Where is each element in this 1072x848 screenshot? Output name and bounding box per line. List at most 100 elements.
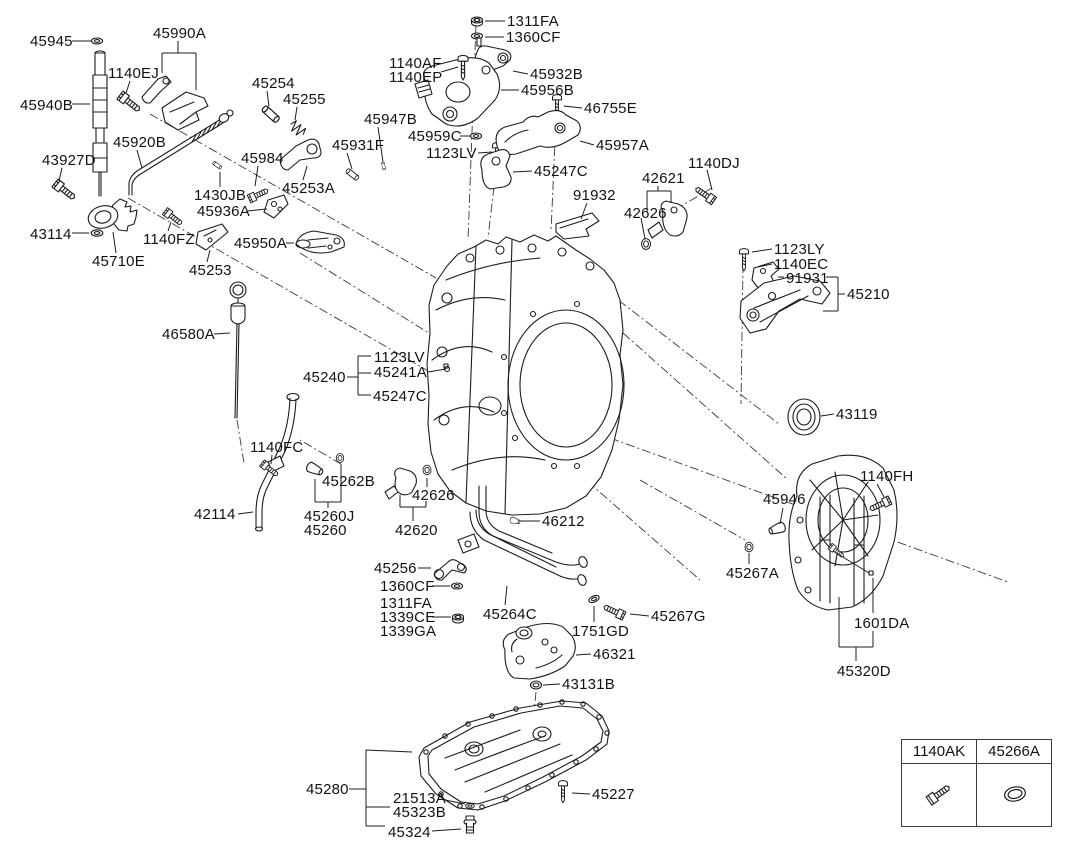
part-label-45710e: 45710E bbox=[92, 253, 145, 270]
pipe-clamp-45256 bbox=[433, 559, 467, 624]
part-label-45227: 45227 bbox=[592, 786, 635, 803]
part-label-45946: 45946 bbox=[763, 491, 806, 508]
part-label-1140fh: 1140FH bbox=[860, 468, 914, 485]
part-label-45324: 45324 bbox=[388, 824, 431, 841]
pin-45947b-icon bbox=[381, 161, 386, 171]
part-label-45267a: 45267A bbox=[726, 565, 779, 582]
plate-45936a bbox=[263, 194, 289, 219]
part-label-1360cf: 1360CF bbox=[506, 29, 561, 46]
oil-pan bbox=[418, 699, 610, 834]
part-label-1339ce: 1339CE bbox=[380, 609, 436, 626]
part-label-45253a: 45253A bbox=[282, 180, 335, 197]
oil-seal-43119 bbox=[787, 398, 821, 436]
part-label-1360cf: 1360CF bbox=[380, 578, 435, 595]
part-label-1140dj: 1140DJ bbox=[688, 155, 740, 172]
part-label-45990a: 45990A bbox=[153, 25, 206, 42]
part-label-45264c: 45264C bbox=[483, 606, 537, 623]
pin-45931f-icon bbox=[344, 167, 360, 182]
part-label-1140fc: 1140FC bbox=[250, 439, 304, 456]
part-label-45959c: 45959C bbox=[408, 128, 462, 145]
part-label-45254: 45254 bbox=[252, 75, 295, 92]
part-label-45267g: 45267G bbox=[651, 608, 706, 625]
part-label-45956b: 45956B bbox=[521, 82, 574, 99]
legend-code-1140ak: 1140AK bbox=[902, 740, 977, 763]
part-label-1140af: 1140AF bbox=[389, 55, 442, 72]
bracket-45210 bbox=[739, 248, 831, 334]
part-label-42620: 42620 bbox=[395, 522, 438, 539]
part-label-45323b: 45323B bbox=[393, 804, 446, 821]
part-label-1140ej: 1140EJ bbox=[108, 65, 159, 82]
pulse-generator-42620 bbox=[384, 464, 432, 500]
legend-code-45266a: 45266A bbox=[988, 743, 1040, 760]
oil-level-gauge bbox=[229, 281, 247, 419]
part-label-21513a: 21513A bbox=[393, 790, 446, 807]
part-label-45950a: 45950A bbox=[234, 235, 287, 252]
part-label-45253: 45253 bbox=[189, 262, 232, 279]
part-label-45260j: 45260J bbox=[304, 508, 355, 525]
bolt-43927d-icon bbox=[51, 178, 78, 203]
part-label-45241a: 45241A bbox=[374, 364, 427, 381]
part-label-1751gd: 1751GD bbox=[572, 623, 630, 640]
part-label-45984: 45984 bbox=[241, 150, 284, 167]
plug-46212 bbox=[509, 516, 521, 526]
bracket-45950a bbox=[295, 230, 345, 254]
part-label-1339ga: 1339GA bbox=[380, 623, 437, 640]
part-label-42626: 42626 bbox=[412, 487, 455, 504]
part-label-45945: 45945 bbox=[30, 33, 73, 50]
plate-45253 bbox=[195, 223, 229, 251]
part-label-42114: 42114 bbox=[194, 506, 236, 523]
part-label-1311fa: 1311FA bbox=[507, 13, 559, 30]
part-label-45260: 45260 bbox=[304, 522, 347, 539]
part-label-1123ly: 1123LY bbox=[774, 241, 825, 258]
part-label-45940b: 45940B bbox=[20, 97, 73, 114]
speed-sensor-42621 bbox=[641, 184, 718, 250]
shift-lever-assembly bbox=[141, 75, 209, 131]
part-label-45210: 45210 bbox=[847, 286, 890, 303]
part-label-45240: 45240 bbox=[303, 369, 346, 386]
part-label-46212: 46212 bbox=[542, 513, 585, 530]
part-label-45280: 45280 bbox=[306, 781, 349, 798]
shift-control-shaft bbox=[90, 37, 108, 197]
legend-bolt-cell bbox=[902, 764, 977, 826]
part-label-45936a: 45936A bbox=[197, 203, 250, 220]
detent-lever bbox=[279, 138, 322, 171]
transmission-case bbox=[426, 234, 625, 516]
bolt-45984-icon bbox=[246, 185, 271, 204]
part-label-45262b: 45262B bbox=[322, 473, 375, 490]
part-label-1311fa: 1311FA bbox=[380, 595, 432, 612]
part-label-91932: 91932 bbox=[573, 187, 616, 204]
oil-cooler-pipes bbox=[457, 485, 627, 621]
pin-45254-icon bbox=[260, 104, 281, 124]
part-label-42621: 42621 bbox=[642, 170, 685, 187]
part-label-45255: 45255 bbox=[283, 91, 326, 108]
spring-45255-icon bbox=[287, 118, 308, 139]
part-label-46321: 46321 bbox=[593, 646, 636, 663]
part-label-45957a: 45957A bbox=[596, 137, 649, 154]
part-label-45932b: 45932B bbox=[530, 66, 583, 83]
part-label-45247c: 45247C bbox=[534, 163, 588, 180]
part-label-46755e: 46755E bbox=[584, 100, 637, 117]
part-label-46580a: 46580A bbox=[162, 326, 215, 343]
part-label-1123lv: 1123LV bbox=[426, 145, 477, 162]
shift-control-rod bbox=[128, 109, 234, 196]
leader-lines bbox=[58, 20, 885, 832]
part-label-45920b: 45920B bbox=[113, 134, 166, 151]
part-label-1140ep: 1140EP bbox=[389, 69, 443, 86]
converter-housing-cover bbox=[744, 454, 898, 611]
o-ring-icon bbox=[1004, 786, 1026, 802]
part-label-43114: 43114 bbox=[30, 226, 72, 243]
oil-filter-46321 bbox=[502, 622, 576, 690]
part-label-1123lv: 1123LV bbox=[374, 349, 425, 366]
part-label-91931: 91931 bbox=[786, 270, 829, 287]
inhibitor-switch bbox=[414, 16, 512, 166]
plate-91932 bbox=[555, 212, 600, 240]
part-label-45320d: 45320D bbox=[837, 663, 891, 680]
bracket-45957a bbox=[495, 94, 581, 155]
part-label-1140fz: 1140FZ bbox=[143, 231, 195, 248]
legend-table: 1140AK 45266A bbox=[901, 739, 1052, 827]
part-label-45247c: 45247C bbox=[373, 388, 427, 405]
drain-plug-45324-icon bbox=[463, 815, 477, 834]
part-label-1430jb: 1430JB bbox=[194, 187, 247, 204]
